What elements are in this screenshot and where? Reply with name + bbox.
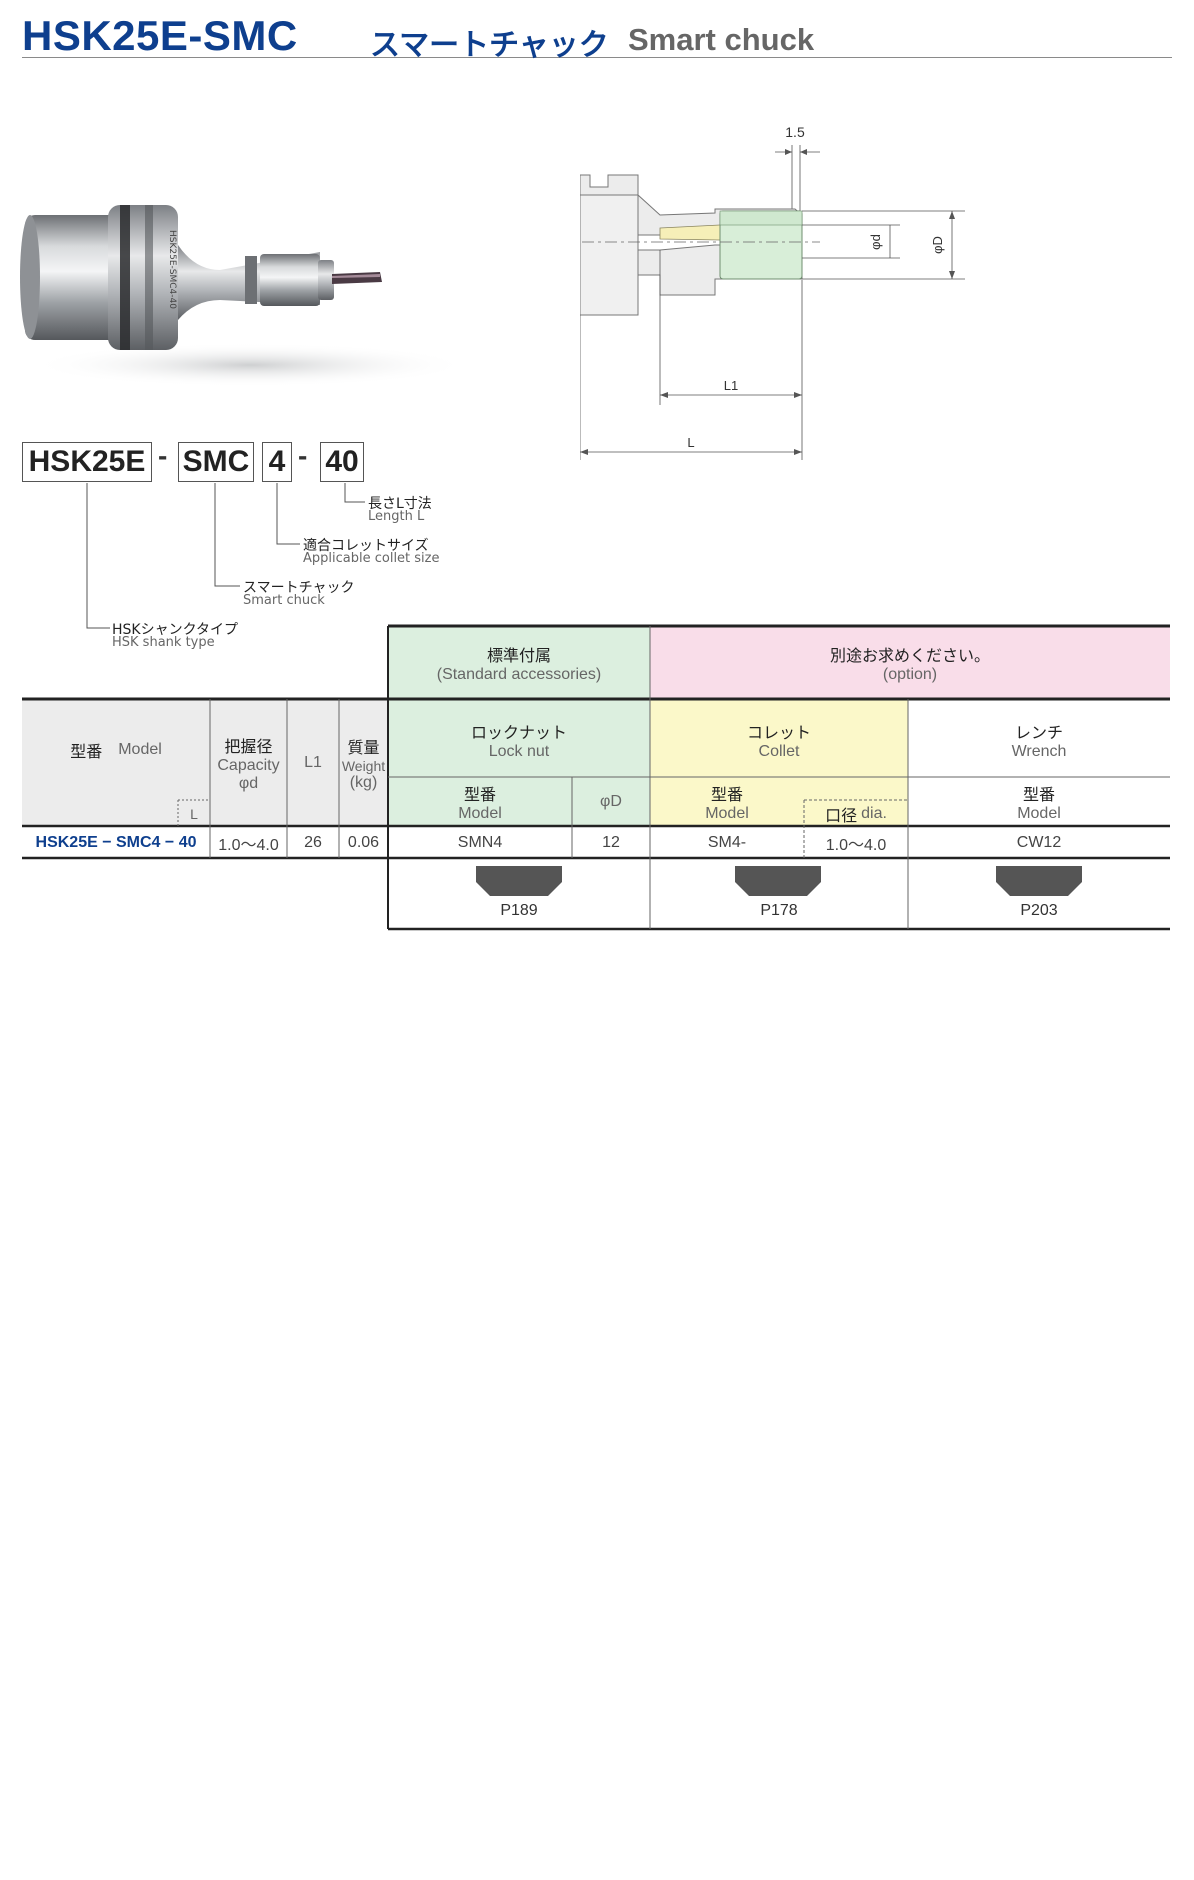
code-dash-2: - (298, 440, 308, 471)
product-photo: HSK25E-SMC4-40 (20, 205, 470, 387)
col-header-wrench: レンチ Wrench (1011, 723, 1067, 760)
row-l1: 26 (304, 833, 322, 851)
col-header-weight: 質量 Weight (kg) (341, 738, 386, 791)
row-model: HSK25E − SMC4 − 40 (35, 833, 197, 851)
option-header: 別途お求めください。 (option) (829, 646, 990, 683)
page-ref-locknut[interactable]: P189 (500, 902, 538, 919)
code-part-shank: HSK25E (22, 442, 152, 482)
row-wrench-model: CW12 (1016, 833, 1062, 851)
legend-smartchuck-jp: スマートチャック (243, 580, 355, 596)
col-header-locknut: ロックナット Lock nut (470, 723, 567, 760)
page-title-en: Smart chuck (628, 22, 815, 57)
legend-length-jp: 長さL寸法 (368, 496, 432, 512)
dim-L: L (687, 435, 694, 450)
code-part-size: 4 (262, 442, 292, 482)
std-accessories-header: 標準付属 (Standard accessories) (436, 646, 602, 683)
legend-shank-jp: HSKシャンクタイプ (112, 622, 239, 638)
row-locknut-model: SMN4 (457, 833, 503, 851)
page-title: HSK25E-SMC (22, 12, 298, 59)
page-ref-wrench[interactable]: P203 (1020, 902, 1058, 919)
col-header-model-corner: L (190, 806, 198, 822)
spec-table-grid (22, 624, 1170, 931)
legend-shank-en: HSK shank type (112, 635, 215, 650)
row-collet-model: SM4- (707, 833, 747, 851)
col-header-collet-dia: 口径 dia. (825, 805, 887, 825)
dim-phi-D: φD (930, 236, 945, 254)
col-header-collet: コレット Collet (746, 723, 811, 760)
legend-length-en: Length L (368, 509, 425, 524)
col-header-locknut-dia: φD (600, 793, 622, 810)
technical-drawing: 1.5 φd φD L1 L (580, 124, 965, 460)
page-ref-collet[interactable]: P178 (760, 902, 798, 919)
code-part-length: 40 (320, 442, 364, 482)
photo-engraving: HSK25E-SMC4-40 (167, 230, 177, 309)
page-title-jp: スマートチャック (370, 28, 609, 63)
row-collet-dia: 1.0〜4.0 (825, 836, 887, 854)
legend-smartchuck-en: Smart chuck (243, 593, 325, 608)
dim-phi-d: φd (868, 234, 883, 250)
col-header-capacity: 把握径 Capacity φd (217, 737, 280, 792)
legend-collet-jp: 適合コレットサイズ (303, 538, 429, 554)
code-part-type: SMC (178, 442, 254, 482)
row-locknut-dia: 12 (602, 833, 620, 851)
col-header-l1: L1 (304, 754, 322, 771)
row-capacity: 1.0〜4.0 (218, 836, 279, 854)
page-header: HSK25E-SMC スマートチャック Smart chuck (22, 10, 1172, 63)
col-header-wrench-model: 型番 Model (1017, 785, 1061, 822)
legend-collet-en: Applicable collet size (303, 551, 440, 566)
col-header-model: 型番 Model (70, 741, 162, 761)
dim-gap-label: 1.5 (785, 124, 805, 140)
code-dash-1: - (158, 440, 168, 471)
col-header-collet-model: 型番 Model (705, 785, 749, 822)
dim-L1: L1 (724, 378, 738, 393)
row-weight: 0.06 (347, 833, 380, 851)
col-header-locknut-model: 型番 Model (458, 785, 502, 822)
